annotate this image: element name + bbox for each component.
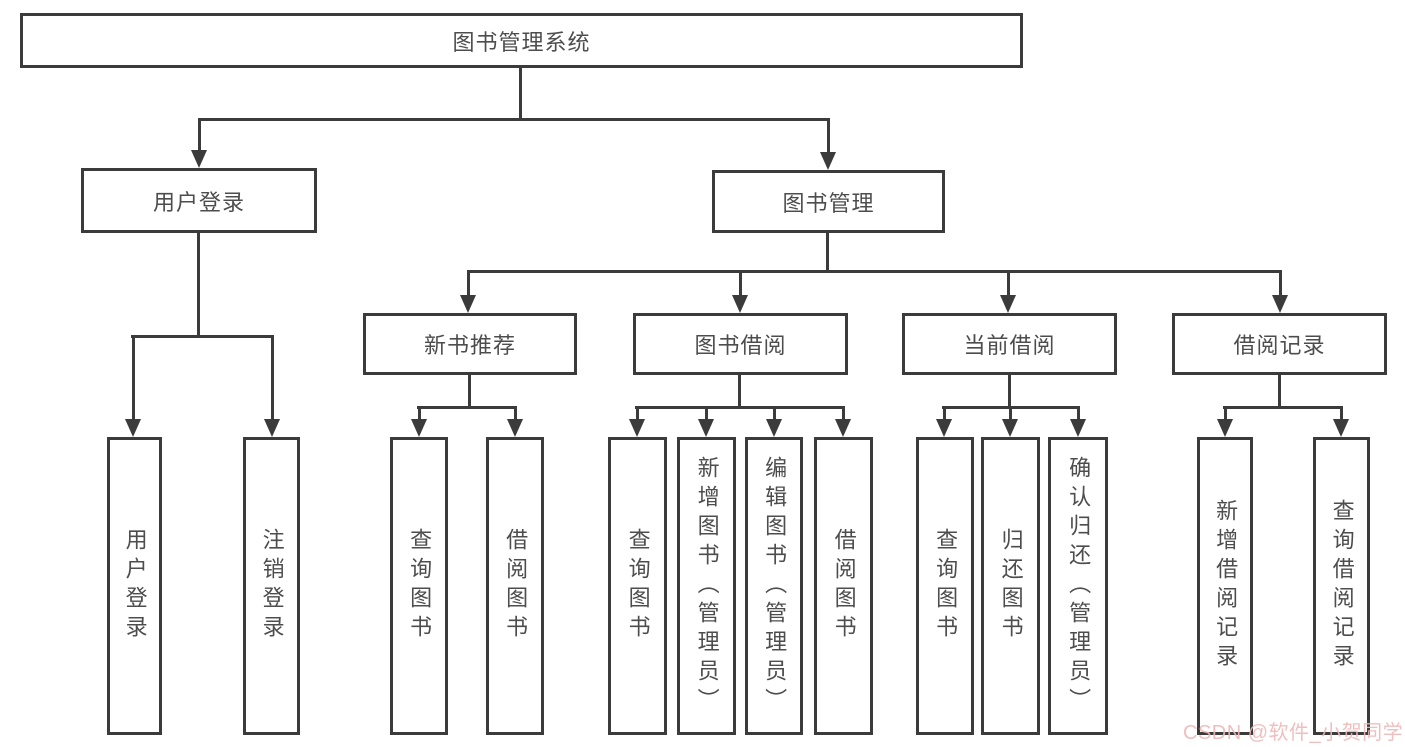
- node-leaf-user-login: 用户登录: [107, 437, 162, 735]
- node-label: 归还图书: [998, 528, 1024, 644]
- arrow-down-icon: [264, 419, 280, 437]
- node-label: 图书管理系统: [452, 29, 591, 55]
- arrow-down-icon: [1272, 295, 1288, 313]
- arrow-down-icon: [1217, 419, 1233, 437]
- node-cb-return: 归还图书: [981, 437, 1040, 735]
- arrow-down-icon: [629, 419, 645, 437]
- arrow-down-icon: [411, 419, 427, 437]
- node-label: 查询借阅记录: [1329, 499, 1355, 673]
- connector-arrow-line: [1077, 406, 1080, 421]
- node-leaf-logout: 注销登录: [243, 437, 300, 735]
- node-new-book: 新书推荐: [363, 313, 577, 375]
- connector-arrow-line: [827, 118, 830, 154]
- node-label: 借阅图书: [503, 528, 529, 644]
- arrow-down-icon: [1070, 419, 1086, 437]
- arrow-down-icon: [732, 295, 748, 313]
- node-label: 新增图书（管理员）: [694, 455, 720, 717]
- arrow-down-icon: [766, 419, 782, 437]
- arrow-down-icon: [698, 419, 714, 437]
- arrow-down-icon: [835, 419, 851, 437]
- connector-arrow-line: [418, 406, 421, 421]
- csdn-watermark: CSDN @软件_小贺同学: [1183, 722, 1404, 744]
- node-current-borrow: 当前借阅: [902, 313, 1117, 375]
- connector-arrow-line: [636, 406, 639, 421]
- node-label: 查询图书: [625, 528, 651, 644]
- arrow-down-icon: [1002, 419, 1018, 437]
- connector-stem: [1278, 375, 1281, 409]
- connector-arrow-line: [705, 406, 708, 421]
- node-label: 图书管理: [782, 190, 875, 216]
- node-bb-edit: 编辑图书（管理员）: [745, 437, 803, 735]
- connector-bar: [417, 406, 517, 409]
- arrow-down-icon: [936, 419, 952, 437]
- node-book-mgmt: 图书管理: [712, 170, 945, 233]
- connector-arrow-line: [514, 406, 517, 421]
- connector-arrow-line: [271, 335, 274, 421]
- node-user-login-branch: 用户登录: [81, 168, 317, 233]
- node-label: 编辑图书（管理员）: [762, 455, 788, 717]
- arrow-down-icon: [820, 152, 836, 170]
- node-bb-query: 查询图书: [608, 437, 667, 735]
- node-br-query: 查询借阅记录: [1313, 437, 1370, 735]
- connector-bar: [198, 118, 830, 121]
- node-label: 注销登录: [259, 528, 285, 644]
- connector-arrow-line: [132, 335, 135, 421]
- connector-bar: [467, 270, 1282, 273]
- node-label: 当前借阅: [963, 333, 1056, 358]
- node-label: 查询图书: [407, 528, 433, 644]
- node-label: 借阅记录: [1233, 333, 1326, 358]
- connector-arrow-line: [739, 270, 742, 297]
- arrow-down-icon: [460, 295, 476, 313]
- node-cb-confirm: 确认归还（管理员）: [1048, 437, 1108, 735]
- connector-arrow-line: [467, 270, 470, 297]
- connector-bar: [131, 335, 274, 338]
- connector-stem: [826, 233, 829, 273]
- connector-arrow-line: [1340, 406, 1343, 421]
- node-book-borrow: 图书借阅: [633, 313, 848, 375]
- connector-arrow-line: [842, 406, 845, 421]
- node-label: 查询图书: [933, 528, 959, 644]
- node-cb-query: 查询图书: [916, 437, 974, 735]
- node-label: 新增借阅记录: [1213, 499, 1239, 673]
- connector-stem: [1008, 375, 1011, 409]
- connector-bar: [635, 406, 845, 409]
- connector-stem: [738, 375, 741, 409]
- arrow-down-icon: [507, 419, 523, 437]
- arrow-down-icon: [1333, 419, 1349, 437]
- node-nb-query: 查询图书: [390, 437, 448, 735]
- connector-stem: [197, 233, 200, 338]
- node-label: 用户登录: [122, 528, 148, 644]
- connector-arrow-line: [198, 118, 201, 152]
- connector-arrow-line: [773, 406, 776, 421]
- connector-arrow-line: [1009, 406, 1012, 421]
- node-label: 确认归还（管理员）: [1066, 455, 1092, 717]
- node-bb-borrow: 借阅图书: [814, 437, 873, 735]
- arrow-down-icon: [191, 150, 207, 168]
- node-nb-borrow: 借阅图书: [486, 437, 544, 735]
- connector-stem: [519, 68, 522, 121]
- connector-arrow-line: [1224, 406, 1227, 421]
- node-label: 图书借阅: [694, 333, 787, 358]
- arrow-down-icon: [1000, 295, 1016, 313]
- connector-arrow-line: [1007, 270, 1010, 297]
- node-root: 图书管理系统: [20, 13, 1023, 68]
- node-label: 借阅图书: [831, 528, 857, 644]
- node-label: 新书推荐: [423, 333, 516, 358]
- node-label: 用户登录: [152, 189, 245, 215]
- node-br-add: 新增借阅记录: [1197, 437, 1253, 735]
- connector-arrow-line: [1279, 270, 1282, 297]
- node-borrow-records: 借阅记录: [1172, 313, 1387, 375]
- node-bb-add: 新增图书（管理员）: [677, 437, 736, 735]
- arrow-down-icon: [125, 419, 141, 437]
- connector-arrow-line: [943, 406, 946, 421]
- connector-bar: [1223, 406, 1343, 409]
- connector-stem: [468, 375, 471, 409]
